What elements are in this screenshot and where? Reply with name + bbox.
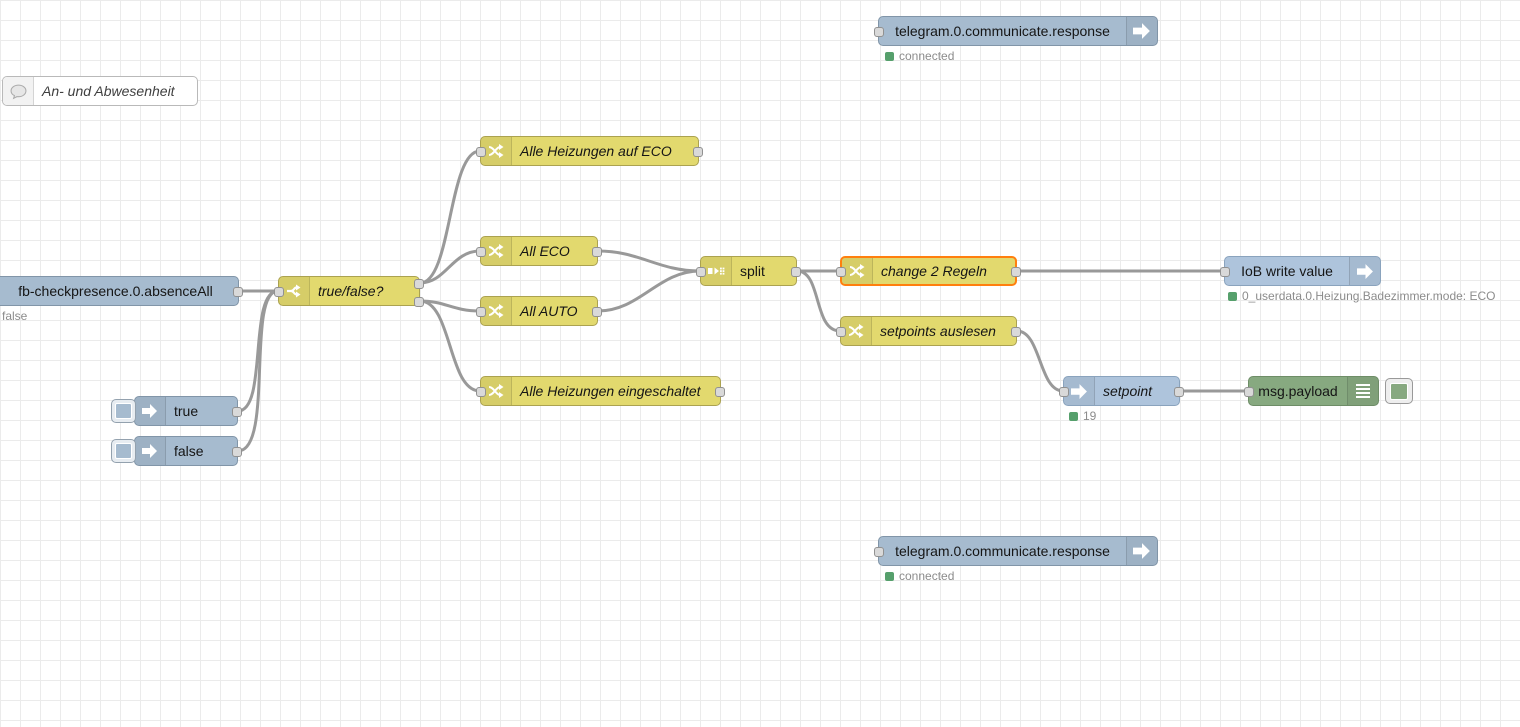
node-all-eco[interactable]: All ECO: [476, 236, 602, 266]
change-icon: [841, 317, 872, 345]
node-setpoints-auslesen[interactable]: setpoints auslesen: [836, 316, 1021, 346]
change-icon: [842, 258, 873, 284]
input-port[interactable]: [1244, 387, 1254, 397]
wire[interactable]: [795, 269, 842, 333]
inject-button[interactable]: [111, 439, 136, 463]
input-port[interactable]: [476, 147, 486, 157]
node-label: All AUTO: [520, 303, 578, 319]
input-port[interactable]: [476, 307, 486, 317]
node-status: connected: [885, 49, 954, 63]
output-port[interactable]: [233, 287, 243, 297]
node-label: setpoints auslesen: [880, 323, 996, 339]
output-port[interactable]: [1011, 327, 1021, 337]
status-dot-icon: [1228, 291, 1237, 301]
node-telegram-response-bottom[interactable]: telegram.0.communicate.response: [874, 536, 1158, 566]
node-label: telegram.0.communicate.response: [895, 543, 1110, 559]
node-status: 19: [1069, 409, 1096, 423]
arrow-right-icon: [1126, 17, 1157, 45]
node-status: connected: [885, 569, 954, 583]
output-port[interactable]: [232, 447, 242, 457]
node-all-auto[interactable]: All AUTO: [476, 296, 602, 326]
node-label: change 2 Regeln: [881, 263, 987, 279]
node-status: 0_userdata.0.Heizung.Badezimmer.mode: EC…: [1228, 289, 1495, 303]
node-true-false-switch[interactable]: true/false?: [274, 276, 424, 307]
output-port[interactable]: [693, 147, 703, 157]
wire[interactable]: [236, 289, 280, 453]
input-port[interactable]: [1059, 387, 1069, 397]
node-split[interactable]: split: [696, 256, 801, 286]
change-icon: [481, 297, 512, 325]
node-label: Alle Heizungen auf ECO: [520, 143, 672, 159]
change-icon: [481, 237, 512, 265]
output-port[interactable]: [1174, 387, 1184, 397]
node-label: true/false?: [318, 283, 384, 299]
node-label: Alle Heizungen eingeschaltet: [520, 383, 701, 399]
status-dot-icon: [885, 51, 894, 61]
wire[interactable]: [596, 269, 702, 313]
debug-list-icon: [1347, 377, 1378, 405]
input-port[interactable]: [476, 247, 486, 257]
input-port[interactable]: [836, 267, 846, 277]
node-label: split: [740, 263, 765, 279]
input-port[interactable]: [874, 27, 884, 37]
node-debug-msg-payload[interactable]: msg.payload: [1244, 376, 1379, 406]
input-port[interactable]: [836, 327, 846, 337]
status-dot-icon: [885, 571, 894, 581]
node-iob-write-value[interactable]: IoB write value: [1220, 256, 1381, 286]
node-label: telegram.0.communicate.response: [895, 23, 1110, 39]
output-port[interactable]: [592, 247, 602, 257]
output-port[interactable]: [1011, 267, 1021, 277]
input-port[interactable]: [476, 387, 486, 397]
switch-icon: [279, 277, 310, 305]
output-port[interactable]: [592, 307, 602, 317]
wire[interactable]: [418, 249, 482, 285]
node-inject-false[interactable]: false: [134, 436, 242, 466]
status-dot-icon: [1069, 411, 1078, 421]
node-comment[interactable]: An- und Abwesenheit: [2, 76, 198, 106]
debug-toggle-button[interactable]: [1385, 378, 1413, 404]
inject-arrow-icon: [135, 397, 166, 425]
inject-button[interactable]: [111, 399, 136, 423]
output-port-2[interactable]: [414, 297, 424, 307]
arrow-right-icon: [1126, 537, 1157, 565]
input-port[interactable]: [874, 547, 884, 557]
node-alle-heizungen-auf-eco[interactable]: Alle Heizungen auf ECO: [476, 136, 703, 166]
node-status: false: [2, 309, 28, 323]
arrow-right-icon: [1349, 257, 1380, 285]
wire[interactable]: [418, 299, 482, 393]
node-label: setpoint: [1103, 383, 1153, 399]
node-change-2-regeln[interactable]: change 2 Regeln: [836, 256, 1021, 286]
node-setpoint[interactable]: setpoint: [1059, 376, 1184, 406]
comment-bubble-icon: [3, 77, 34, 105]
wire[interactable]: [1015, 329, 1065, 393]
node-label: true: [174, 403, 199, 419]
node-telegram-response-top[interactable]: telegram.0.communicate.response: [874, 16, 1158, 46]
inject-arrow-icon: [135, 437, 166, 465]
input-port[interactable]: [696, 267, 706, 277]
node-label: All ECO: [520, 243, 570, 259]
node-fb-checkpresence[interactable]: fb-checkpresence.0.absenceAll: [0, 276, 243, 306]
output-port[interactable]: [232, 407, 242, 417]
node-label: msg.payload: [1258, 383, 1338, 399]
input-port[interactable]: [1220, 267, 1230, 277]
output-port-1[interactable]: [414, 279, 424, 289]
node-inject-true[interactable]: true: [134, 396, 242, 426]
node-alle-heizungen-eingeschaltet[interactable]: Alle Heizungen eingeschaltet: [476, 376, 725, 406]
node-label: An- und Abwesenheit: [42, 83, 175, 99]
node-label: false: [174, 443, 204, 459]
node-label: IoB write value: [1241, 263, 1333, 279]
change-icon: [481, 377, 512, 405]
change-icon: [481, 137, 512, 165]
node-label: fb-checkpresence.0.absenceAll: [18, 283, 213, 299]
output-port[interactable]: [715, 387, 725, 397]
wire[interactable]: [596, 249, 702, 273]
arrow-right-icon: [1064, 377, 1095, 405]
wire[interactable]: [418, 149, 482, 285]
input-port[interactable]: [274, 287, 284, 297]
split-icon: [701, 257, 732, 285]
output-port[interactable]: [791, 267, 801, 277]
